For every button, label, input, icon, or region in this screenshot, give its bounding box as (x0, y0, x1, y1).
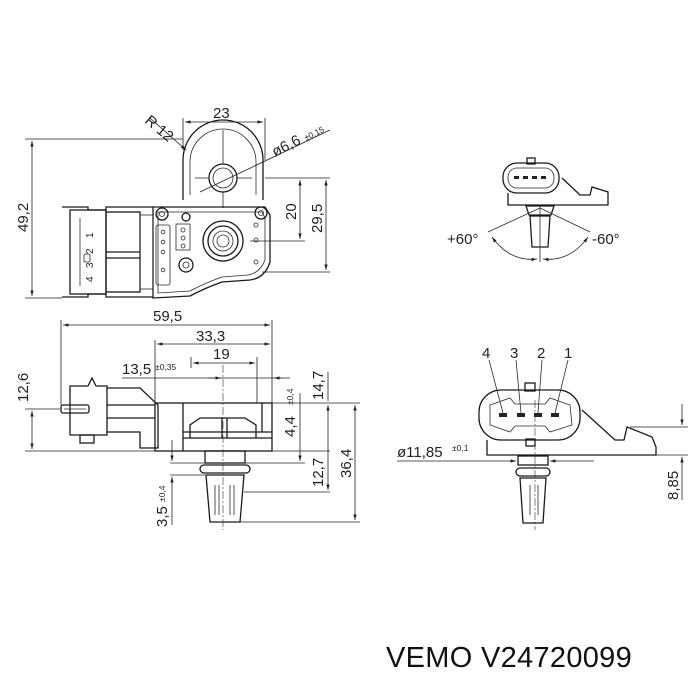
angle-minus-60: -60° (592, 231, 620, 248)
dim-bore: ø6,6 (269, 132, 303, 161)
dim-19: 19 (213, 346, 230, 363)
dim-4-4: 4,4 (282, 416, 299, 437)
dim-12-7: 12,7 (310, 458, 327, 487)
dim-20: 20 (283, 203, 300, 220)
front-view: 4 3 2 1 ø11,85 ±0,1 8,85 (397, 345, 688, 530)
pin-label-2: 2 (85, 248, 96, 254)
dim-3-5-tol: ±0,4 (157, 485, 167, 502)
front-pin-2: 2 (537, 345, 545, 362)
side-view: 59,5 33,3 19 13,5 ±0,35 12,6 4,4 ±0,4 14… (15, 308, 360, 530)
dim-13-5: 13,5 (122, 361, 151, 378)
dim-23: 23 (213, 105, 230, 122)
dim-diameter-tol: ±0,1 (452, 443, 469, 453)
dim-3-5: 3,5 (154, 506, 171, 527)
dim-diameter: ø11,85 (397, 444, 443, 461)
front-pin-3: 3 (510, 345, 518, 362)
part-title: VEMO V24720099 (386, 642, 633, 674)
pin-label-1: 1 (85, 232, 96, 238)
dim-12-6: 12,6 (15, 373, 32, 402)
dim-radius: R 12 (141, 112, 176, 145)
dim-36-4: 36,4 (338, 449, 355, 478)
rotation-view: +60° -60° (447, 157, 620, 262)
dim-29-5: 29,5 (309, 204, 326, 233)
dim-49-2: 49,2 (15, 203, 32, 232)
dim-14-7: 14,7 (310, 371, 327, 400)
angle-plus-60: +60° (447, 231, 478, 248)
pin-label-4: 4 (85, 276, 96, 282)
front-pin-1: 1 (564, 345, 572, 362)
dim-13-5-tol: ±0,35 (155, 362, 176, 372)
front-pin-4: 4 (482, 345, 490, 362)
dim-59-5: 59,5 (153, 308, 182, 325)
dim-8-85: 8,85 (665, 471, 682, 500)
dim-33-3: 33,3 (196, 328, 225, 345)
dim-bore-tol: ±0,15 (302, 124, 326, 143)
dim-4-4-tol: ±0,4 (285, 388, 295, 405)
pin-label-3: 3 (85, 262, 96, 268)
top-view: 1 2 3 4 23 R 12 ø6,6 ±0,15 49,2 20 29,5 (15, 105, 331, 299)
